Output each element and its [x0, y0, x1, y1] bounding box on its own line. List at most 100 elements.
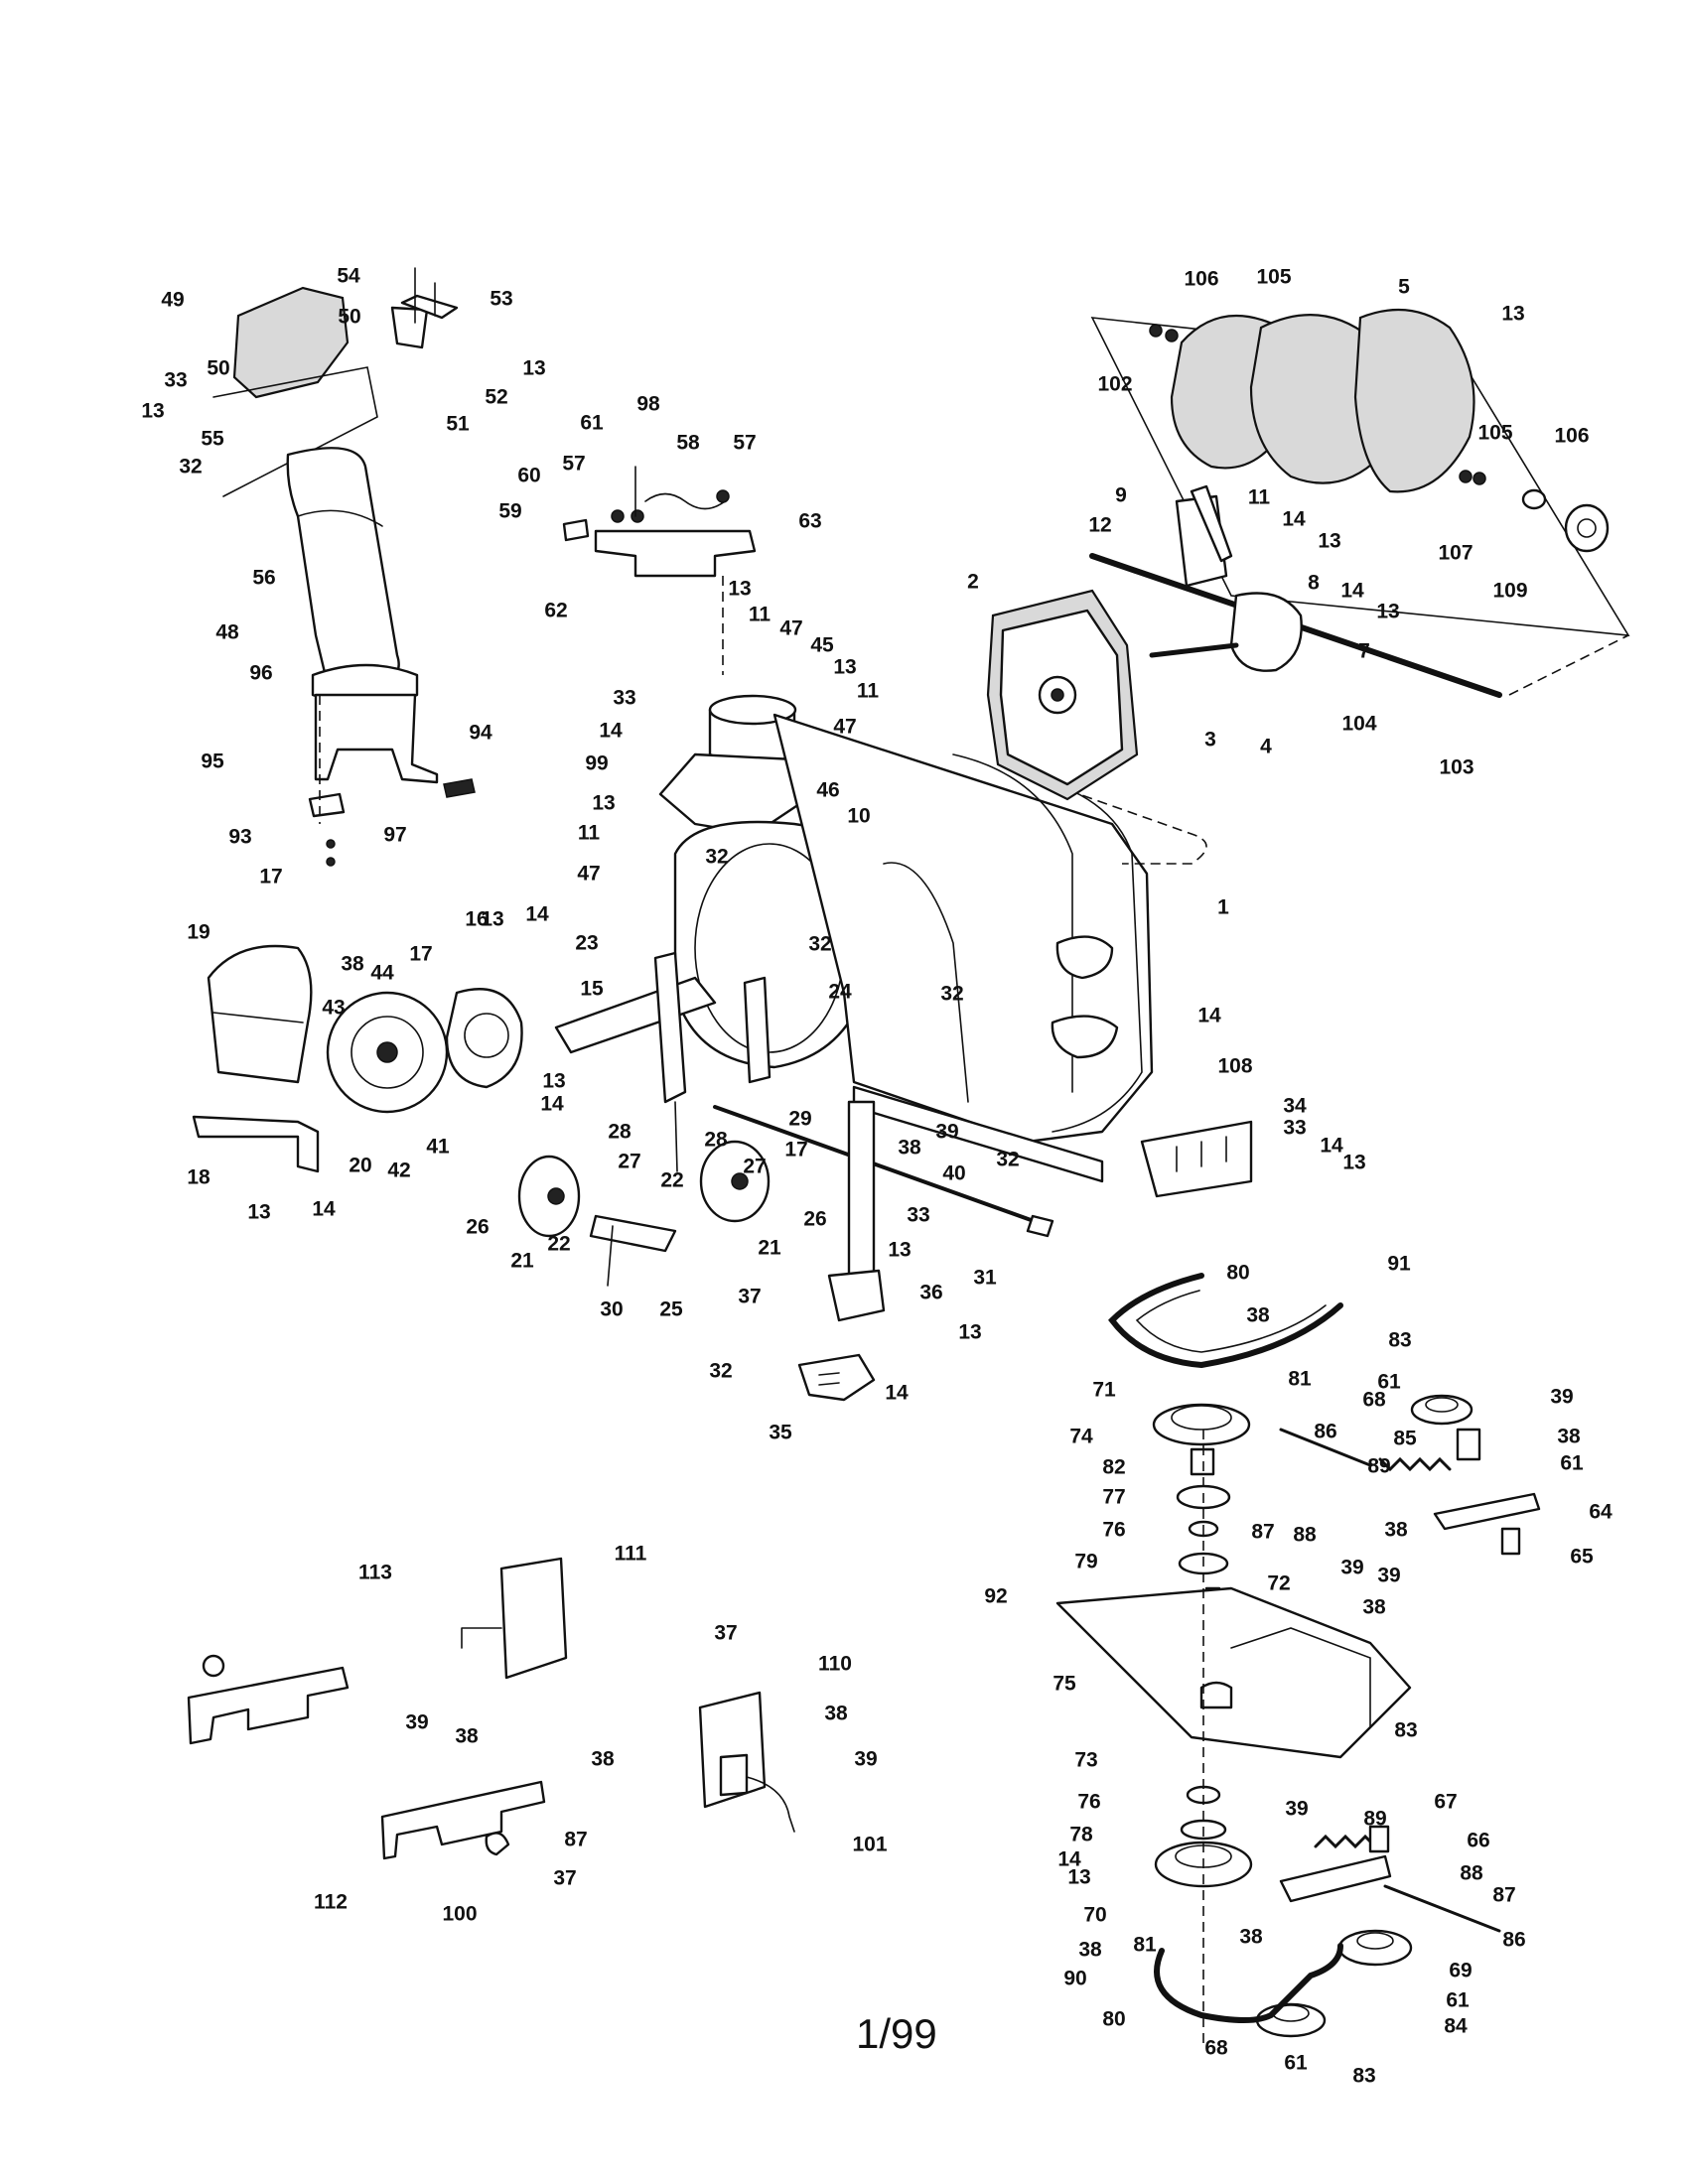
- part-callout: 28: [608, 1121, 632, 1144]
- drive-belt-upper: [1108, 1273, 1343, 1369]
- part-callout: 93: [228, 826, 251, 849]
- idler-spacer: [1456, 1428, 1481, 1461]
- part-callout: 82: [1102, 1456, 1125, 1479]
- page-number: 1/99: [856, 2010, 937, 2057]
- part-callout: 21: [758, 1237, 781, 1260]
- part-callout: 67: [1434, 1791, 1457, 1814]
- auger-housing-assembly: [658, 694, 1253, 1198]
- part-callout: 96: [249, 662, 272, 685]
- part-callout: 38: [1384, 1519, 1408, 1542]
- part-callout: 58: [676, 432, 700, 455]
- part-callout: 13: [542, 1070, 565, 1093]
- skid-shoe-right: [1140, 1120, 1253, 1198]
- part-callout: 3: [1204, 729, 1216, 751]
- idler-pivot-lower: [1368, 1825, 1390, 1853]
- part-callout: 13: [833, 656, 856, 679]
- part-callout: 109: [1492, 580, 1527, 603]
- part-callout: 108: [1217, 1055, 1252, 1078]
- part-callout: 42: [387, 1160, 410, 1182]
- part-callout: 46: [816, 779, 839, 802]
- part-callout: 21: [510, 1250, 534, 1273]
- part-callout: 98: [636, 393, 660, 416]
- frame-bracket-right: [743, 976, 772, 1084]
- part-callout: 40: [942, 1162, 965, 1185]
- part-callout: 7: [1358, 640, 1370, 663]
- part-callout: 55: [201, 428, 224, 451]
- part-callout: 38: [1078, 1939, 1102, 1962]
- part-callout: 13: [141, 400, 164, 423]
- part-callout: 35: [769, 1422, 792, 1444]
- part-callout: 81: [1133, 1934, 1157, 1957]
- part-callout: 13: [1376, 601, 1399, 623]
- part-callout: 1: [1217, 896, 1229, 919]
- part-callout: 29: [788, 1108, 811, 1131]
- part-callout: 38: [1557, 1426, 1581, 1448]
- part-callout: 32: [179, 456, 202, 478]
- part-callout: 38: [824, 1703, 848, 1725]
- part-callout: 84: [1444, 2015, 1468, 2038]
- part-callout: 100: [442, 1903, 477, 1926]
- part-callout: 80: [1226, 1262, 1249, 1285]
- part-callout: 70: [1083, 1904, 1106, 1927]
- part-callout: 37: [738, 1286, 761, 1308]
- part-callout: 79: [1074, 1551, 1097, 1573]
- part-callout: 62: [544, 600, 567, 622]
- part-callout: 13: [247, 1201, 270, 1224]
- idler-pulley-lower-left: [1255, 2002, 1327, 2038]
- part-callout: 38: [341, 953, 364, 976]
- part-callout: 61: [1377, 1371, 1401, 1394]
- scraper-rod: [713, 1105, 1050, 1228]
- part-callout: 106: [1554, 425, 1589, 448]
- auger-spacer: [1521, 488, 1547, 510]
- idler-arm-upper: [1433, 1492, 1541, 1531]
- chute-handle: [390, 306, 429, 349]
- drift-cutter-plate: [827, 1269, 886, 1322]
- part-callout: 38: [898, 1137, 921, 1160]
- knob-100: [485, 1832, 510, 1856]
- part-callout: 50: [338, 306, 360, 329]
- part-callout: 17: [409, 943, 432, 966]
- part-callout: 39: [1377, 1565, 1400, 1587]
- part-callout: 39: [935, 1121, 958, 1144]
- part-callout: 91: [1387, 1253, 1411, 1276]
- part-callout: 74: [1069, 1426, 1093, 1448]
- part-callout: 32: [705, 846, 728, 869]
- chute-deflector: [232, 286, 350, 399]
- part-callout: 61: [1284, 2052, 1308, 2075]
- part-callout: 47: [779, 617, 802, 640]
- part-callout: 14: [1282, 508, 1306, 531]
- bracket-111: [499, 1557, 568, 1680]
- drive-belt-lower: [1154, 1943, 1343, 2023]
- part-callout: 45: [810, 634, 834, 657]
- part-callout: 37: [553, 1867, 576, 1890]
- part-callout: 103: [1439, 756, 1474, 779]
- part-callout: 66: [1467, 1830, 1489, 1852]
- part-callout: 57: [562, 453, 585, 476]
- part-callout: 11: [857, 680, 880, 703]
- part-callout: 51: [446, 413, 470, 436]
- part-callout: 14: [1340, 580, 1364, 603]
- part-callout: 39: [405, 1711, 428, 1734]
- part-callout: 28: [704, 1129, 728, 1152]
- chute-base: [314, 693, 439, 784]
- idler-pulley-upper: [1410, 1394, 1474, 1426]
- part-callout: 81: [1288, 1368, 1312, 1391]
- part-callout: 39: [854, 1748, 877, 1771]
- part-callout: 83: [1388, 1329, 1411, 1352]
- part-callout: 68: [1362, 1389, 1386, 1412]
- part-callout: 59: [498, 500, 521, 523]
- part-callout: 14: [1197, 1005, 1221, 1027]
- part-callout: 83: [1352, 2065, 1375, 2088]
- upper-chute: [286, 447, 400, 692]
- scraper-bar: [852, 1085, 1104, 1183]
- belt-cover: [207, 944, 313, 1084]
- part-callout: 61: [580, 412, 604, 435]
- part-callout: 15: [580, 978, 604, 1001]
- part-callout: 8: [1308, 572, 1320, 595]
- part-callout: 32: [808, 933, 831, 956]
- part-callout: 13: [481, 908, 503, 931]
- shear-bracket: [1190, 484, 1233, 563]
- part-callout: 104: [1341, 713, 1376, 736]
- part-callout: 105: [1477, 422, 1512, 445]
